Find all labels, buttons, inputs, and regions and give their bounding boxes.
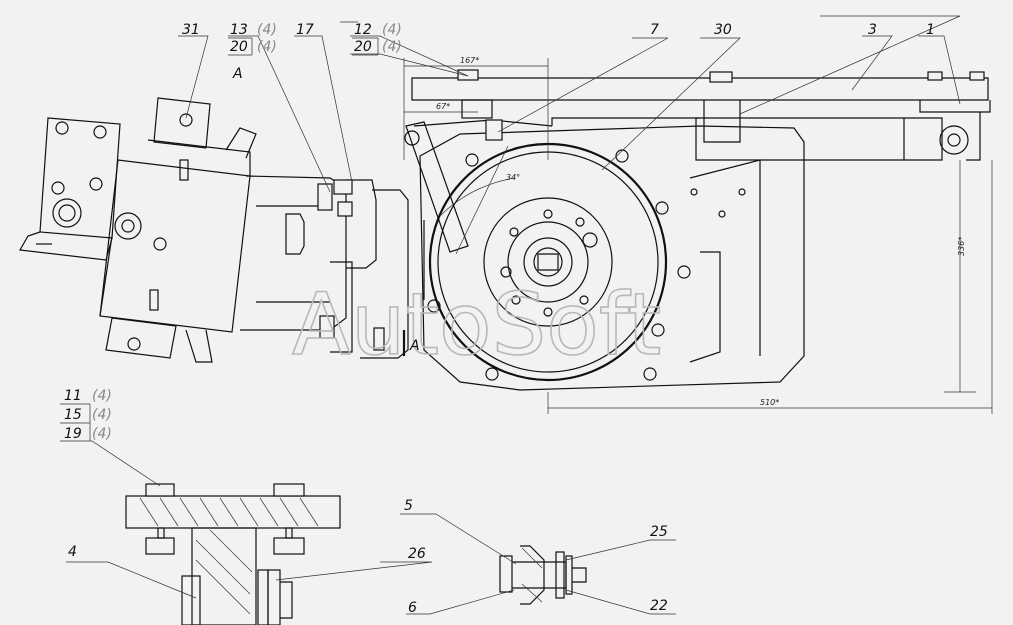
callout-11-qty: (4) xyxy=(92,388,112,404)
dim-34: 34° xyxy=(506,173,520,182)
callout-1: 1 xyxy=(926,22,935,38)
callout-5: 5 xyxy=(404,498,413,514)
callout-6: 6 xyxy=(408,600,417,616)
callout-20-a: 20 xyxy=(230,39,248,55)
callout-13-qty: (4) xyxy=(257,22,277,38)
callout-15-qty: (4) xyxy=(92,407,112,423)
dimension-lines: 167* 67* 34° 336* 510* xyxy=(403,56,993,414)
callout-20-a-qty: (4) xyxy=(257,39,277,55)
section-detail-pin xyxy=(400,513,676,615)
left-assembly xyxy=(19,97,409,363)
callout-19-qty: (4) xyxy=(92,426,112,442)
callout-31: 31 xyxy=(182,22,200,38)
callout-22: 22 xyxy=(650,598,668,614)
callout-3: 3 xyxy=(868,22,877,38)
view-label-top: A xyxy=(232,66,243,82)
dim-167: 167* xyxy=(460,56,479,65)
callout-17: 17 xyxy=(296,22,314,38)
dim-510: 510* xyxy=(760,398,779,407)
callout-4: 4 xyxy=(68,544,77,560)
section-detail-bolted-joint xyxy=(60,440,433,625)
callout-30: 30 xyxy=(714,22,732,38)
callout-13: 13 xyxy=(230,22,248,38)
view-label-section: A xyxy=(409,338,420,354)
callout-19: 19 xyxy=(64,426,82,442)
leader-lines xyxy=(178,15,961,193)
callout-15: 15 xyxy=(64,407,82,423)
callout-20-b: 20 xyxy=(354,39,372,55)
dim-336: 336* xyxy=(957,237,966,256)
callout-12: 12 xyxy=(354,22,372,38)
callout-25: 25 xyxy=(650,524,668,540)
dim-67: 67* xyxy=(436,102,450,111)
right-assembly xyxy=(404,69,991,391)
callout-11: 11 xyxy=(64,388,82,404)
callout-7: 7 xyxy=(650,22,659,38)
callout-20-b-qty: (4) xyxy=(382,39,402,55)
watermark: AutoSoft xyxy=(292,275,661,375)
callout-12-qty: (4) xyxy=(382,22,402,38)
callout-labels: 31 13 (4) 20 (4) 17 12 (4) 20 (4) 7 30 3… xyxy=(60,22,935,616)
callout-26: 26 xyxy=(408,546,426,562)
